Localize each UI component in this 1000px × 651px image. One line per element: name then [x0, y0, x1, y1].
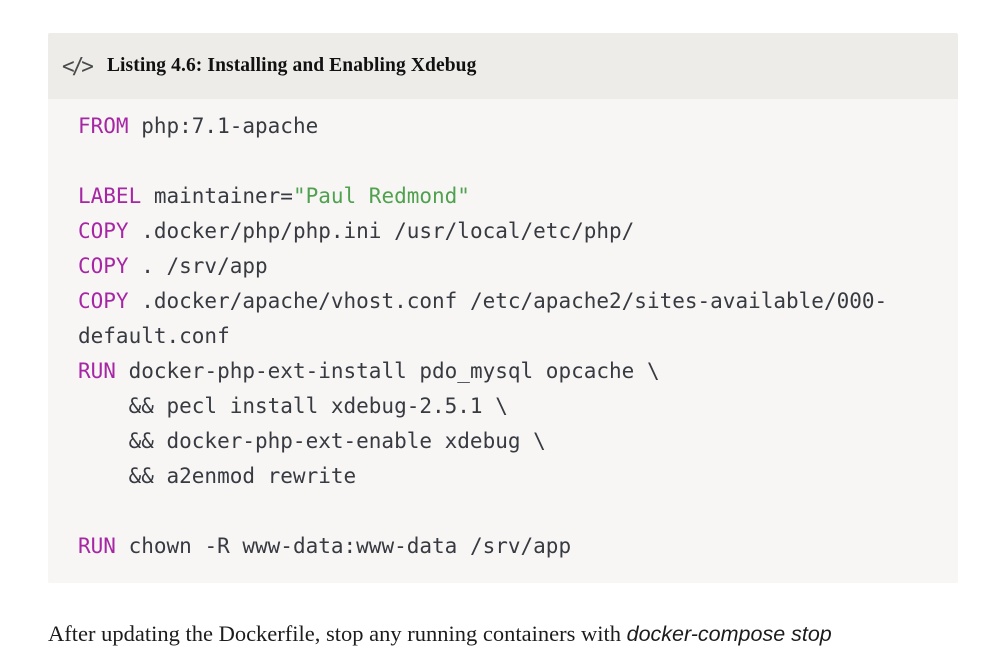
listing-title: Listing 4.6: Installing and Enabling Xde…	[106, 55, 477, 76]
body-paragraph-emphasis: docker-compose stop	[626, 622, 832, 646]
listing-header: </> Listing 4.6: Installing and Enabling…	[48, 33, 958, 99]
body-paragraph: After updating the Dockerfile, stop any …	[48, 619, 983, 649]
code-brackets-icon: </>	[62, 53, 94, 79]
body-paragraph-text: After updating the Dockerfile, stop any …	[48, 621, 627, 646]
code-listing: </> Listing 4.6: Installing and Enabling…	[48, 33, 958, 583]
code-block: FROM php:7.1-apache LABEL maintainer="Pa…	[48, 99, 958, 583]
